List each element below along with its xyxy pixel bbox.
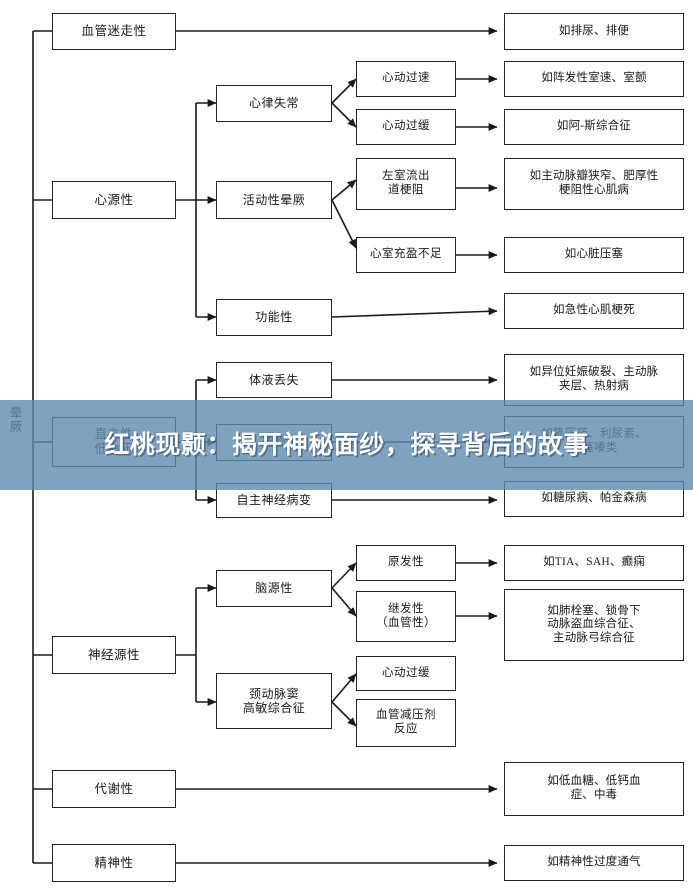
leaf-psychogenic-hyperventilation[interactable]: 如精神性过度通气 [504, 845, 684, 881]
node-metabolic[interactable]: 代谢性 [52, 770, 176, 808]
leaf-tia-sah-epilepsy[interactable]: 如TIA、SAH、癫痫 [504, 545, 684, 581]
node-carotid-sinus-hypersensitivity[interactable]: 颈动脉窦 高敏综合征 [216, 673, 332, 729]
node-psychogenic[interactable]: 精神性 [52, 844, 176, 882]
overlay-banner: 红桃现颢：揭开神秘面纱，探寻背后的故事 [0, 400, 693, 490]
node-insufficient-ventricular-filling[interactable]: 心室充盈不足 [356, 237, 456, 273]
node-vasodepressor-reaction[interactable]: 血管减压剂 反应 [356, 699, 456, 747]
leaf-hypoglycemia-hypocalcemia[interactable]: 如低血糖、低钙血 症、中毒 [504, 762, 684, 816]
node-lv-outflow-obstruction[interactable]: 左室流出 道梗阻 [356, 158, 456, 210]
node-primary[interactable]: 原发性 [356, 545, 456, 581]
leaf-urination-defecation[interactable]: 如排尿、排便 [504, 13, 684, 50]
leaf-aortic-stenosis-hcm[interactable]: 如主动脉瓣狭窄、肥厚性 梗阻性心肌病 [504, 158, 684, 210]
leaf-paroxysmal-vt-vf[interactable]: 如阵发性室速、室颤 [504, 61, 684, 97]
leaf-acute-myocardial-infarction[interactable]: 如急性心肌梗死 [504, 293, 684, 329]
node-bradycardia-carotid[interactable]: 心动过缓 [356, 656, 456, 691]
node-cardiogenic[interactable]: 心源性 [52, 181, 176, 219]
leaf-adams-stokes[interactable]: 如阿-斯综合征 [504, 109, 684, 145]
node-vasovagal[interactable]: 血管迷走性 [52, 13, 176, 50]
node-tachycardia[interactable]: 心动过速 [356, 61, 456, 97]
leaf-pulmonary-embolism-subclavian-steal[interactable]: 如肺栓塞、锁骨下 动脉盗血综合征、 主动脉弓综合征 [504, 589, 684, 661]
node-exertional-syncope[interactable]: 活动性晕厥 [216, 181, 332, 219]
node-cerebral[interactable]: 脑源性 [216, 570, 332, 607]
node-functional[interactable]: 功能性 [216, 299, 332, 336]
leaf-ectopic-pregnancy-aortic-dissection[interactable]: 如异位妊娠破裂、主动脉 夹层、热射病 [504, 354, 684, 406]
node-bradycardia[interactable]: 心动过缓 [356, 109, 456, 145]
overlay-banner-title: 红桃现颢：揭开神秘面纱，探寻背后的故事 [104, 430, 589, 459]
node-secondary-vascular[interactable]: 继发性 （血管性） [356, 591, 456, 642]
node-neurogenic[interactable]: 神经源性 [52, 636, 176, 674]
node-fluid-loss[interactable]: 体液丢失 [216, 362, 332, 398]
node-arrhythmia[interactable]: 心律失常 [216, 85, 332, 122]
leaf-cardiac-tamponade[interactable]: 如心脏压塞 [504, 237, 684, 273]
